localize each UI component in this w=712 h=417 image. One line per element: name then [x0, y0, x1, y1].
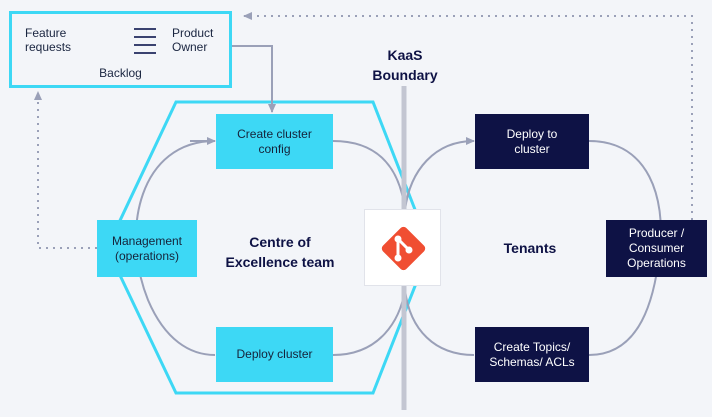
product-owner-label: Product Owner — [172, 26, 214, 54]
deploy-cluster-box: Deploy cluster — [216, 327, 333, 382]
tenants-title: Tenants — [503, 240, 557, 256]
backlog-caption: Backlog — [99, 66, 142, 80]
management-feedback-line — [34, 91, 97, 249]
git-icon — [381, 226, 426, 271]
kaas-boundary-label: KaaS Boundary — [372, 47, 438, 83]
coe-title: Centre of Excellence team — [225, 234, 335, 270]
producer-consumer-box: Producer / Consumer Operations — [606, 220, 707, 277]
git-icon-tile — [364, 209, 441, 286]
backlog-panel: Feature requests Product Owner Backlog — [9, 11, 232, 88]
deploy-to-cluster-box: Deploy to cluster — [475, 114, 589, 169]
create-topics-box: Create Topics/ Schemas/ ACLs — [475, 327, 589, 382]
create-cluster-config-box: Create cluster config — [216, 114, 333, 169]
producer-feedback-line — [243, 12, 693, 220]
list-icon — [134, 28, 156, 54]
management-operations-box: Management (operations) — [97, 220, 197, 277]
feature-requests-label: Feature requests — [25, 26, 72, 54]
